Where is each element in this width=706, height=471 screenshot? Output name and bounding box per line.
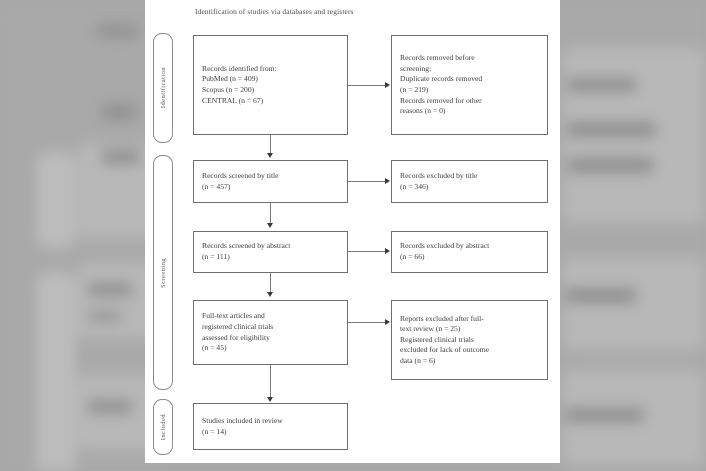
stage-included-label: Included [159,413,167,441]
stage-identification: Identification [153,33,173,143]
box-line: (n = 14) [202,426,227,436]
box-line: Records screened by abstract [202,241,291,251]
box-studies-included: Studies included in review (n = 14) [193,403,348,450]
document-page: Identification of studies via databases … [145,0,560,463]
box-line: Records identified from: [202,63,277,73]
box-line: Records removed for other [400,95,482,105]
box-line: (n = 346) [400,181,429,191]
box-line: Full-text articles and [202,311,265,321]
arrow-screened-abstract-to-excluded-abstract [385,247,390,254]
box-line: screening: [400,63,432,73]
connector-fulltext-to-included [270,365,272,398]
arrow-identified-to-removed [385,81,390,88]
box-line: PubMed (n = 409) [202,74,258,84]
connector-fulltext-to-reports-excluded [348,322,386,324]
box-line: data (n = 6) [400,355,436,365]
box-line: (n = 219) [400,85,429,94]
connector-identified-to-screened-title [270,135,272,154]
box-line: assessed for eligibility [202,332,270,342]
box-excluded-abstract: Records excluded by abstract (n = 66) [391,231,548,273]
arrow-screened-abstract-to-fulltext [266,292,273,297]
connector-screened-abstract-to-fulltext [270,273,272,293]
box-line: (n = 66) [400,252,425,261]
diagram-title: Identification of studies via databases … [195,7,354,16]
arrow-fulltext-to-included [266,397,273,402]
box-line: Registered clinical trials [400,334,474,344]
box-line: CENTRAL (n = 67) [202,95,264,105]
box-line: Duplicate records removed [400,74,483,84]
box-line: reasons (n = 0) [400,106,446,116]
box-excluded-title: Records excluded by title (n = 346) [391,160,548,203]
box-fulltext-assessed: Full-text articles and registered clinic… [193,300,348,365]
box-line: (n = 45) [202,343,227,353]
box-line: Scopus (n = 200) [202,85,255,94]
stage-screening: Screening [153,155,173,390]
box-line: Reports excluded after full- [400,313,484,323]
box-line: registered clinical trials [202,321,274,331]
arrow-fulltext-to-reports-excluded [385,318,390,325]
box-records-removed: Records removed before screening: Duplic… [391,35,548,135]
box-line: Studies included in review [202,415,283,425]
box-line: text review (n = 25) [400,324,461,334]
arrow-screened-title-to-screened-abstract [266,223,273,228]
box-records-identified: Records identified from: PubMed (n = 409… [193,35,348,135]
arrow-screened-title-to-excluded-title [385,177,390,184]
stage-included: Included [153,399,173,455]
box-line: (n = 457) [202,181,231,191]
arrow-identified-to-screened-title [266,153,273,158]
stage-identification-label: Identification [159,67,167,109]
box-screened-abstract: Records screened by abstract (n = 111) [193,231,348,273]
connector-screened-abstract-to-excluded-abstract [348,251,386,253]
box-line: Records excluded by title [400,170,478,180]
connector-screened-title-to-screened-abstract [270,203,272,223]
connector-screened-title-to-excluded-title [348,181,386,183]
box-line: Records screened by title [202,170,279,180]
box-line: (n = 111) [202,252,230,261]
box-screened-title: Records screened by title (n = 457) [193,160,348,203]
stage-screening-label: Screening [159,257,167,288]
connector-identified-to-removed [348,85,386,87]
box-line: Records removed before [400,53,475,63]
box-reports-excluded: Reports excluded after full- text review… [391,300,548,380]
box-line: excluded for lack of outcome [400,345,489,355]
box-line: Records excluded by abstract [400,241,490,251]
